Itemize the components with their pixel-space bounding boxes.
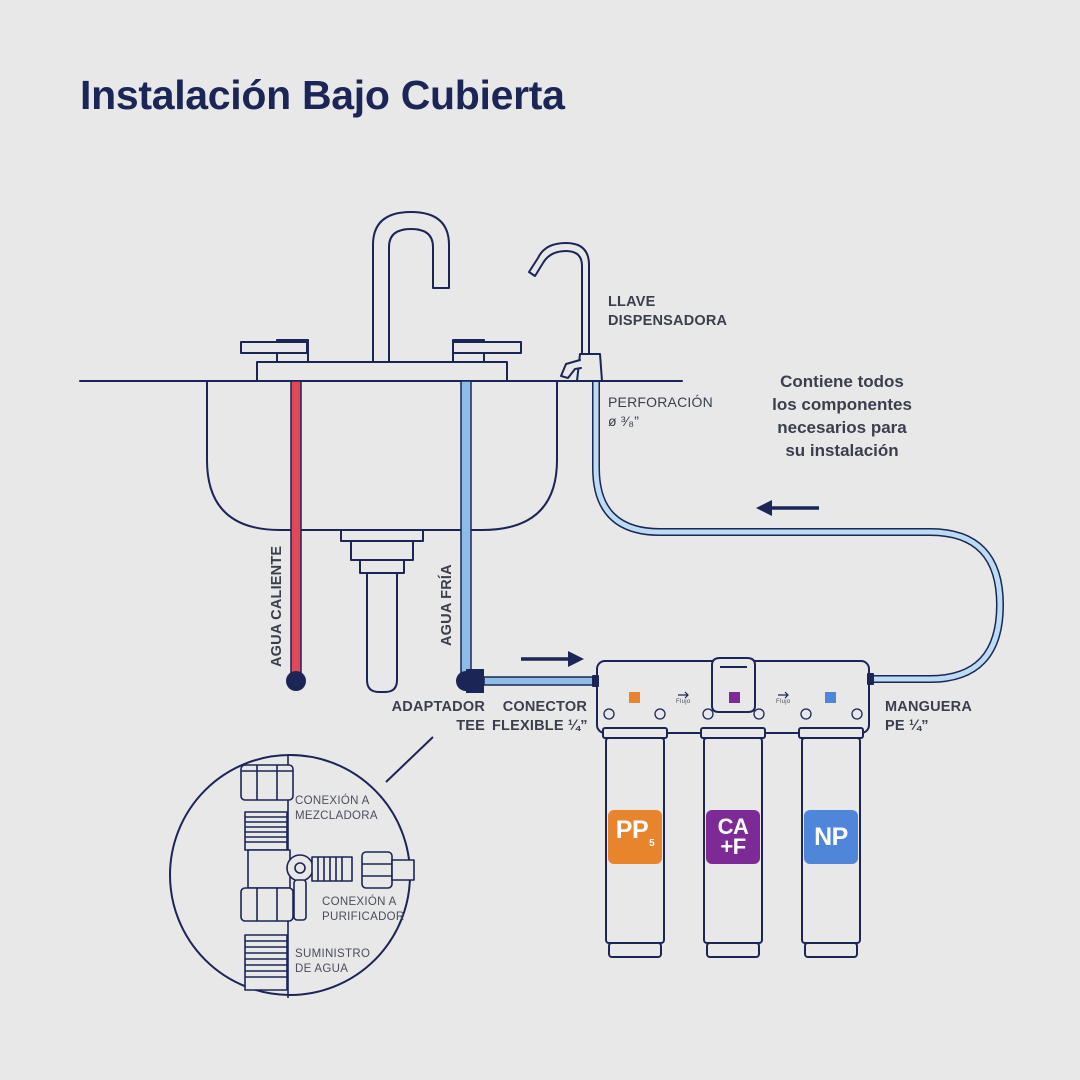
filter-pp-label: PP: [615, 816, 649, 844]
filter-caf-line2: +F: [720, 834, 746, 859]
label-adaptador-line2: TEE: [456, 718, 485, 734]
label-manguera-pe: MANGUERA PE ¼”: [885, 698, 972, 736]
cold-water-pipe: [456, 380, 484, 693]
flow-arrow-left: [756, 500, 819, 516]
indicator-blue: [825, 692, 836, 703]
indicator-orange: [629, 692, 640, 703]
faucet-spout: [372, 211, 450, 363]
label-llave-line2: DISPENSADORA: [608, 313, 728, 329]
label-conexion-mezcladora: CONEXIÓN A MEZCLADORA: [295, 794, 378, 824]
flow-label-2: Flujo: [776, 699, 791, 705]
label-llave-dispensadora: LLAVE DISPENSADORA: [608, 293, 727, 331]
label-perforacion-line1: PERFORACIÓN: [608, 394, 713, 410]
label-agua-caliente: AGUA CALIENTE: [269, 545, 285, 667]
label-conector-flexible: CONECTOR FLEXIBLE ¼”: [492, 698, 587, 736]
drain-nut: [359, 559, 405, 574]
note-line1: Contiene todos: [780, 372, 904, 391]
tee-adapter-detail: [240, 755, 415, 998]
callout-leader: [385, 736, 434, 783]
label-suministro-agua: SUMINISTRO DE AGUA: [295, 947, 370, 977]
flow-label-1: Flujo: [676, 699, 691, 705]
lock-icons: [603, 708, 863, 720]
indicator-purple: [729, 692, 740, 703]
filter-badge-np: NP: [804, 810, 858, 864]
label-suministro-line2: DE AGUA: [295, 963, 349, 975]
label-llave-line1: LLAVE: [608, 294, 656, 310]
filter-caf-line1: CA: [717, 814, 749, 839]
pe-hose-fill: [593, 379, 1003, 682]
installation-note: Contiene todos los componentes necesario…: [742, 370, 942, 462]
filter-pp-sub: 5: [649, 838, 655, 849]
label-adaptador-line1: ADAPTADOR: [391, 699, 485, 715]
label-manguera-line2: PE ¼”: [885, 718, 929, 734]
label-purificador-line1: CONEXIÓN A: [322, 896, 397, 908]
flow-arrow-right: [521, 651, 584, 667]
dispenser-faucet: [528, 242, 603, 382]
sink-basin: [206, 380, 558, 531]
faucet-deck: [256, 361, 508, 382]
filter-badge-pp: PP5: [608, 810, 662, 864]
label-purificador-line2: PURIFICADOR: [322, 911, 405, 923]
flexible-connector-hose: [483, 676, 599, 686]
page-title: Instalación Bajo Cubierta: [80, 72, 565, 118]
faucet-handle-left: [240, 341, 308, 354]
filter-badge-caf: CA +F: [706, 810, 760, 864]
filter-np-label: NP: [814, 822, 848, 851]
label-conector-line1: CONECTOR: [502, 699, 587, 715]
label-agua-fria: AGUA FRÍA: [439, 564, 455, 646]
flow-mini-arrows: [678, 691, 789, 699]
drain-pipe: [366, 572, 398, 693]
label-suministro-line1: SUMINISTRO: [295, 948, 371, 960]
label-perforacion-line2: ø ³⁄₈”: [608, 413, 640, 429]
note-line4: su instalación: [785, 441, 899, 460]
label-manguera-line1: MANGUERA: [885, 699, 972, 715]
label-mezcladora-line2: MEZCLADORA: [295, 810, 378, 822]
hot-water-pipe: [286, 380, 306, 691]
label-adaptador-tee: ADAPTADOR TEE: [387, 698, 485, 736]
label-conexion-purificador: CONEXIÓN A PURIFICADOR: [322, 895, 405, 925]
drain-body: [350, 540, 414, 561]
note-line2: los componentes: [772, 395, 912, 414]
drain-flange: [340, 529, 424, 542]
label-mezcladora-line1: CONEXIÓN A: [295, 795, 370, 807]
label-conector-line2: FLEXIBLE ¼”: [492, 718, 588, 734]
note-line3: necesarios para: [777, 418, 907, 437]
faucet-handle-right: [452, 341, 522, 354]
label-perforacion: PERFORACIÓN ø ³⁄₈”: [608, 393, 713, 431]
